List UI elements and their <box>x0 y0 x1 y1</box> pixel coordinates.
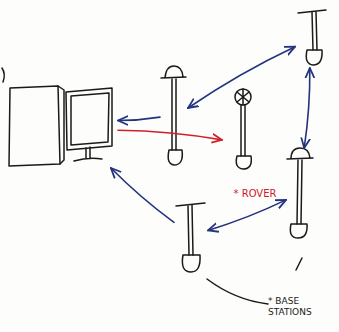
rover-pole <box>241 105 245 156</box>
stray-stroke <box>2 68 4 82</box>
node-label: * ROVER <box>234 188 277 200</box>
station-pole <box>172 79 176 150</box>
rover-node: * ROVER <box>222 86 288 200</box>
station-pole <box>312 12 317 50</box>
computer-node <box>4 82 118 168</box>
correction-arrow <box>118 130 222 140</box>
link-arrow <box>188 47 295 108</box>
base-station-node <box>295 6 329 68</box>
station-base <box>168 150 182 165</box>
link-arrow <box>208 200 286 231</box>
link-arrow <box>304 68 310 148</box>
base-stations-label: * BASE STATIONS <box>268 296 332 318</box>
station-hat <box>161 66 186 78</box>
leader-line <box>207 279 268 304</box>
station-top <box>176 203 205 206</box>
monitor-stand <box>74 147 102 161</box>
base-station-node <box>160 64 188 168</box>
base-station-node <box>174 200 208 274</box>
station-base <box>306 50 322 65</box>
station-hat <box>287 148 313 159</box>
station-base <box>182 255 200 272</box>
link-arrow <box>118 117 160 120</box>
monitor-screen <box>71 93 109 145</box>
station-base <box>290 224 307 238</box>
rover-base <box>236 156 251 169</box>
rover-antenna-spokes <box>237 89 249 105</box>
station-pole <box>188 205 193 255</box>
base-station-node <box>286 148 316 240</box>
monitor-back <box>66 88 112 150</box>
link-arrow <box>111 168 174 222</box>
station-pole <box>297 160 302 224</box>
tower-side <box>58 86 64 164</box>
rover-antenna <box>235 89 251 105</box>
stray-stroke <box>296 258 302 270</box>
computer-tower <box>9 86 60 166</box>
